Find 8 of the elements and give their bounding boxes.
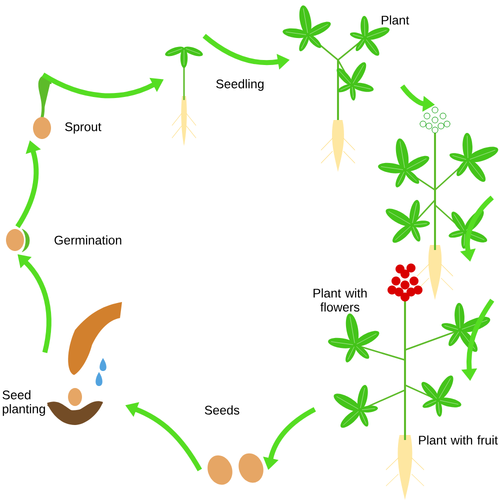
stage-label: Seeds xyxy=(204,405,240,415)
stage-label: Plant with flowers xyxy=(314,288,367,312)
stage-label: Sprout xyxy=(65,122,102,134)
stage-label: Germination xyxy=(54,235,122,245)
stage-label: Plant with fruit xyxy=(419,435,498,445)
stage-label: Plant xyxy=(382,15,410,25)
stage-label: Seedling xyxy=(216,79,264,91)
stage-label: Seed planting xyxy=(2,390,45,416)
